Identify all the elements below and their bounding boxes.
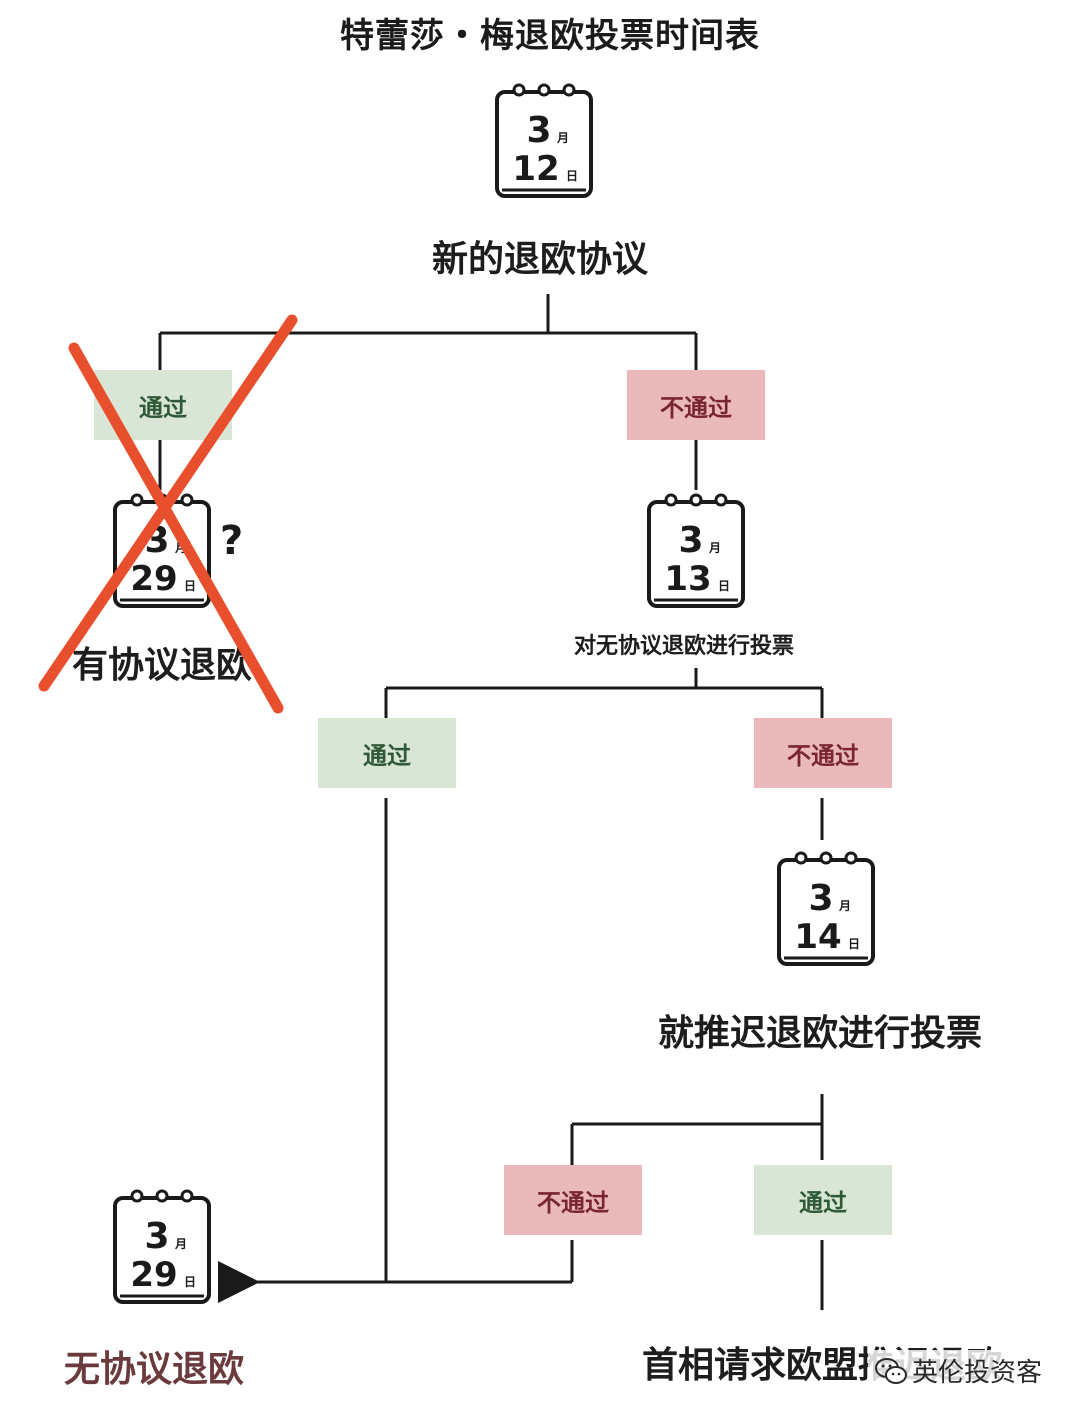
node-vote-delay-label: 就推迟退欧进行投票 [658,1013,983,1054]
calendar-icon: 3 月 13 日 [647,493,745,608]
calendar-day-unit: 日 [566,169,578,183]
decision-pass-box: 通过 [318,718,456,788]
calendar-month-unit: 月 [838,899,851,913]
decision-fail-box: 不通过 [504,1165,642,1235]
calendar-day-unit: 日 [184,1275,196,1289]
calendar-day: 14 [794,917,841,957]
calendar-day: 29 [130,1255,177,1295]
node-no-deal-exit-label: 无协议退欧 [64,1349,245,1390]
calendar-month: 3 [526,110,551,151]
decision-pass-box: 通过 [94,370,232,440]
calendar-month: 3 [144,1216,169,1257]
node-vote-no-deal-label: 对无协议退欧进行投票 [574,634,795,659]
decision-pass-box: 通过 [754,1165,892,1235]
node-deal-exit-label: 有协议退欧 [72,645,253,686]
calendar-month-unit: 月 [174,1237,187,1251]
calendar-month: 3 [808,878,833,919]
calendar-month-unit: 月 [556,131,569,145]
decision-fail-box: 不通过 [754,718,892,788]
calendar-month: 3 [678,520,703,561]
calendar-day: 13 [664,559,711,599]
calendar-day-unit: 日 [184,579,196,593]
calendar-day-unit: 日 [718,579,730,593]
question-mark: ? [220,518,244,564]
calendar-icon: 3 月 14 日 [777,851,875,966]
wechat-icon [875,1357,907,1384]
calendar-day: 29 [130,559,177,599]
decision-fail-box: 不通过 [627,370,765,440]
page-title: 特蕾莎・梅退欧投票时间表 [340,16,760,56]
watermark: 英伦投资客 [868,1350,1049,1391]
calendar-day-unit: 日 [848,937,860,951]
calendar-icon: 3 月 12 日 [495,83,593,198]
cross-out-mark [38,314,298,714]
calendar-day: 12 [512,149,559,189]
calendar-month-unit: 月 [708,541,721,555]
node-new-deal-label: 新的退欧协议 [432,239,649,280]
calendar-icon: 3 月 29 日 [113,1189,211,1304]
watermark-text: 英伦投资客 [912,1358,1043,1388]
